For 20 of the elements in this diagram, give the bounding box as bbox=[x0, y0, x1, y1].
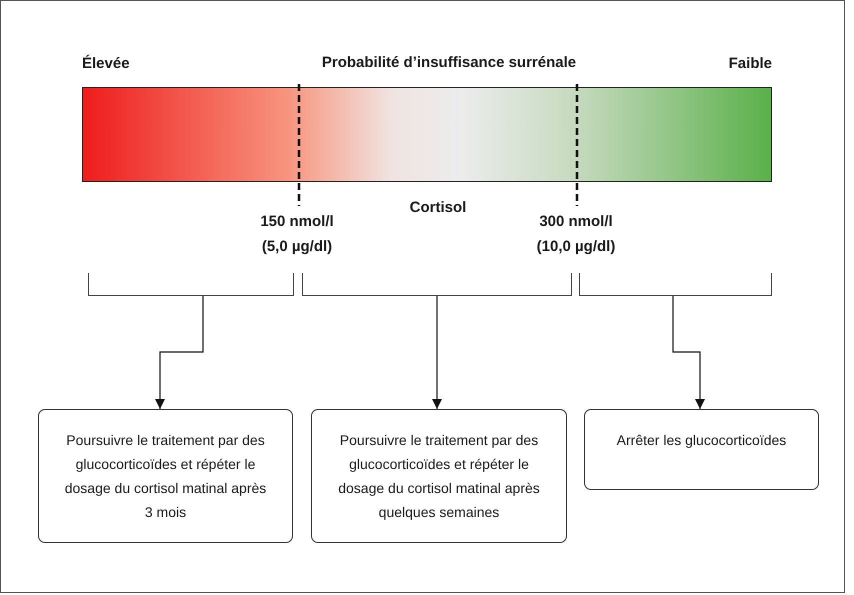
arrow bbox=[432, 296, 442, 409]
bracket bbox=[579, 273, 772, 296]
action-text: Arrêter les glucocorticoïdes bbox=[616, 431, 786, 450]
action-text: Poursuivre le traitement par des glucocorticoïdes et répéter le dosage du cortisol matinal après quelques semaines bbox=[337, 431, 541, 522]
axis-label: 150 nmol/l bbox=[260, 213, 334, 230]
axis-label: (5,0 µg/dl) bbox=[262, 238, 332, 255]
arrow bbox=[155, 296, 204, 409]
axis-label: 300 nmol/l bbox=[539, 213, 613, 230]
bracket bbox=[302, 273, 572, 296]
axis-label: Élevée bbox=[82, 55, 130, 72]
action-box bbox=[311, 409, 567, 543]
axis-label: Probabilité d’insuffisance surrénale bbox=[322, 54, 576, 71]
action-text: Poursuivre le traitement par des glucocorticoïdes et répéter le dosage du cortisol matinal après 3 mois bbox=[64, 431, 268, 522]
axis-label: Cortisol bbox=[410, 199, 466, 216]
bracket bbox=[88, 273, 294, 296]
action-box bbox=[584, 409, 819, 490]
arrow bbox=[672, 296, 705, 409]
axis-label: Faible bbox=[728, 55, 772, 72]
axis-label: (10,0 µg/dl) bbox=[536, 238, 616, 255]
action-box bbox=[38, 409, 293, 543]
